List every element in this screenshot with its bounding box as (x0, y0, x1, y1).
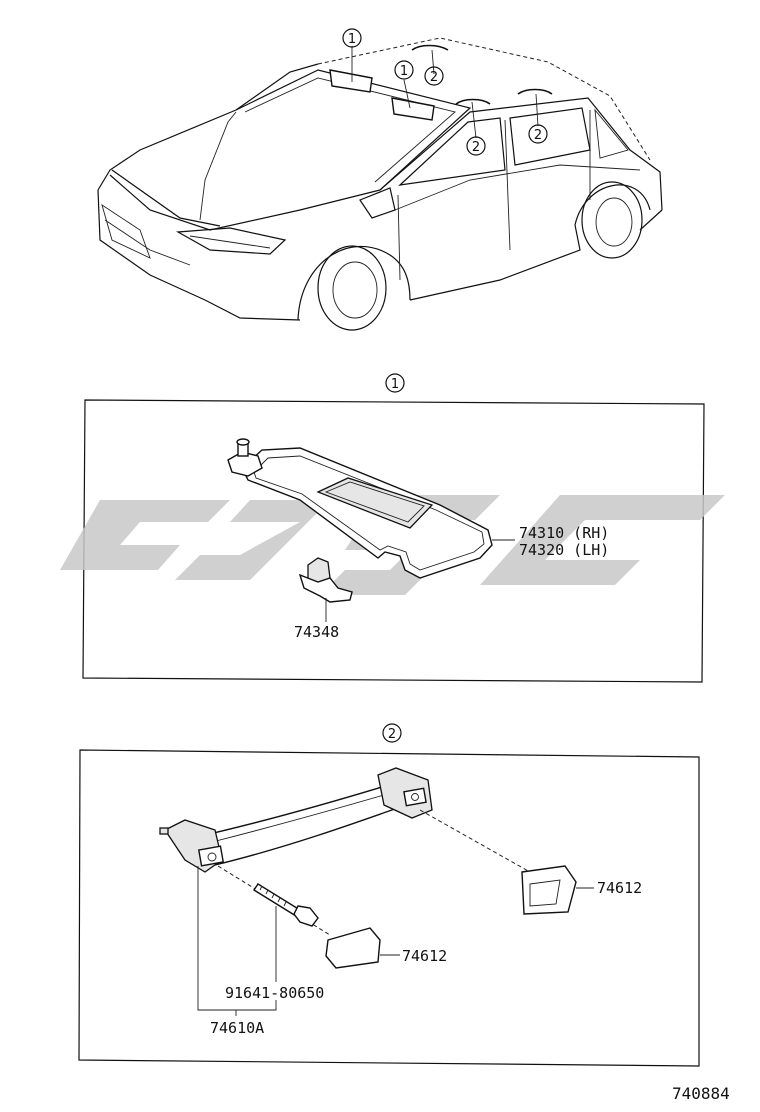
label-visor-lh: 74320 (LH) (519, 541, 609, 559)
svg-text:2: 2 (472, 140, 480, 155)
label-cover-left: 74612 (402, 947, 447, 965)
car-callout-visor-2: 1 (394, 60, 414, 80)
section-visor-frame (82, 399, 705, 683)
bolt-part (253, 883, 319, 927)
svg-text:1: 1 (400, 64, 408, 79)
visor-holder-part (298, 557, 353, 622)
car-callout-visor-1: 1 (342, 28, 362, 48)
assist-grip-part (159, 767, 531, 936)
svg-text:1: 1 (391, 377, 399, 392)
section-callout-grip: 2 (382, 723, 402, 743)
svg-text:2: 2 (430, 70, 438, 85)
car-callout-grip-2: 2 (466, 136, 486, 156)
car-callout-grip-1: 2 (424, 66, 444, 86)
cover-left-part (325, 927, 400, 969)
sun-visor-part (227, 438, 515, 579)
cover-right-part (521, 865, 594, 915)
label-cover-right: 74612 (597, 879, 642, 897)
car-illustration: 1 1 2 2 2 (97, 28, 663, 331)
section-callout-visor: 1 (385, 373, 405, 393)
label-grip-assy: 74610A (210, 1019, 264, 1037)
svg-text:2: 2 (388, 727, 396, 742)
svg-text:1: 1 (348, 32, 356, 47)
diagram-id: 740884 (672, 1084, 730, 1103)
svg-text:2: 2 (534, 128, 542, 143)
grip-assy-bracket (197, 866, 277, 1016)
section-grip-frame (78, 749, 700, 1067)
label-bolt: 91641-80650 (225, 984, 324, 1002)
label-visor-rh: 74310 (RH) (519, 524, 609, 542)
car-callout-grip-3: 2 (528, 124, 548, 144)
label-holder: 74348 (294, 623, 339, 641)
